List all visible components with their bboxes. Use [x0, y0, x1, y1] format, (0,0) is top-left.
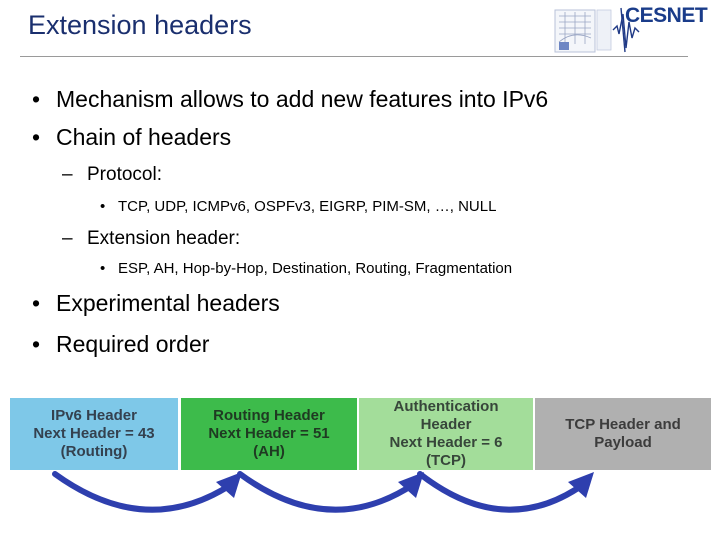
chain-arrow: [417, 471, 587, 513]
box-line: Authentication: [393, 398, 499, 415]
chain-box-tcp: TCP Header and Payload: [535, 398, 711, 470]
box-line: Payload: [594, 434, 652, 451]
bullet-icon: •: [32, 290, 41, 316]
sub-sub-item-text: ESP, AH, Hop-by-Hop, Destination, Routin…: [118, 260, 513, 277]
title-divider: [20, 56, 688, 57]
chain-box-authentication: Authentication Header Next Header = 6 (T…: [359, 398, 533, 470]
bullet-icon: •: [32, 124, 41, 150]
bullet-text: Experimental headers: [56, 290, 280, 316]
box-line: (Routing): [60, 443, 128, 460]
chain-arrow: [237, 471, 417, 513]
bullet-text: Required order: [56, 331, 210, 357]
cesnet-logo-text: CESNET: [625, 4, 708, 27]
sub-sub-item: • TCP, UDP, ICMPv6, OSPFv3, EIGRP, PIM-SM…: [100, 198, 496, 215]
box-line: (AH): [253, 443, 285, 460]
page-title: Extension headers: [28, 10, 252, 40]
dash-icon: –: [62, 164, 73, 185]
dash-icon: –: [62, 228, 73, 249]
header-chain-diagram: IPv6 Header Next Header = 43 (Routing) R…: [0, 390, 720, 540]
sub-item-text: Protocol:: [87, 164, 162, 185]
sub-sub-item: • ESP, AH, Hop-by-Hop, Destination, Routi…: [100, 260, 512, 277]
box-line: (TCP): [426, 452, 466, 469]
bullet-item: • Experimental headers: [32, 290, 280, 317]
box-line: Header: [420, 416, 472, 433]
sub-item-extension: –Extension header:: [62, 228, 240, 250]
chain-arrows: [52, 471, 594, 513]
box-line: TCP Header and: [565, 416, 681, 433]
box-line: IPv6 Header: [51, 407, 137, 424]
logo-area: [553, 4, 713, 56]
bullet-item: • Required order: [32, 331, 209, 358]
institution-logo-icon: [554, 7, 640, 53]
bullet-text: Chain of headers: [56, 124, 232, 150]
box-line: Next Header = 43: [33, 425, 155, 442]
box-line: Routing Header: [213, 407, 325, 424]
chain-box-routing: Routing Header Next Header = 51 (AH): [181, 398, 357, 470]
sub-sub-item-text: TCP, UDP, ICMPv6, OSPFv3, EIGRP, PIM-SM,…: [118, 198, 497, 215]
bullet-text: Mechanism allows to add new features int…: [56, 86, 549, 112]
arrowhead-icon: [568, 472, 594, 498]
arrowhead-icon: [398, 472, 424, 498]
sub-item-text: Extension header:: [87, 228, 241, 249]
bullet-item: • Mechanism allows to add new features in…: [32, 86, 548, 113]
sub-item-protocol: –Protocol:: [62, 164, 162, 186]
bullet-icon: •: [32, 331, 41, 357]
arrowhead-icon: [216, 472, 242, 498]
box-line: Next Header = 51: [208, 425, 330, 442]
bullet-icon: •: [32, 86, 41, 112]
bullet-icon: •: [100, 260, 106, 277]
box-line: Next Header = 6: [389, 434, 503, 451]
chain-arrow: [52, 471, 235, 513]
bullet-item: • Chain of headers: [32, 124, 231, 151]
bullet-icon: •: [100, 198, 106, 215]
chain-box-ipv6: IPv6 Header Next Header = 43 (Routing): [10, 398, 178, 470]
